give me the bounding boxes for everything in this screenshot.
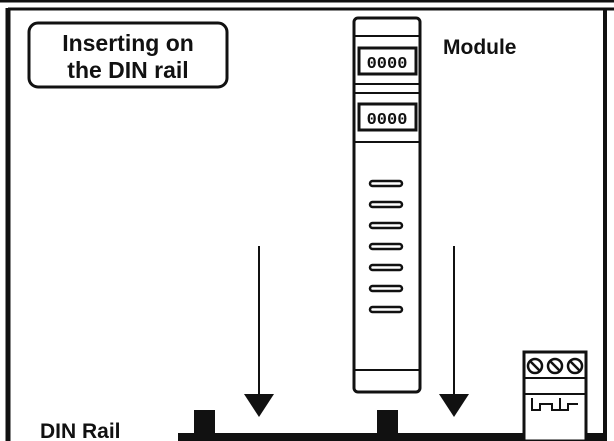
- vent-slots: [368, 179, 404, 314]
- screw-icon: [566, 357, 584, 375]
- din-rail: [178, 410, 605, 441]
- rail-clip-right: [377, 410, 398, 441]
- vent-slot: [368, 242, 404, 251]
- arrow-right-head: [439, 394, 469, 417]
- arrow-left-head: [244, 394, 274, 417]
- vent-slot: [368, 305, 404, 314]
- terminal-bottom-digits: 0000: [367, 111, 408, 130]
- vent-slot: [368, 179, 404, 188]
- insert-arrow-left: [244, 246, 274, 417]
- vent-slot: [368, 221, 404, 230]
- connector-pins: [531, 398, 578, 411]
- vent-slot: [368, 284, 404, 293]
- title-box: Inserting on the DIN rail: [27, 21, 229, 89]
- module: 0000 0000: [352, 16, 422, 394]
- title-box-border: [27, 21, 229, 89]
- screw-icon: [526, 357, 544, 375]
- module-label: Module: [443, 36, 517, 59]
- din-rail-label: DIN Rail: [40, 420, 121, 441]
- title-line-2: the DIN rail: [67, 57, 188, 83]
- terminal-block-top: [357, 46, 418, 76]
- connector-block: [522, 350, 588, 441]
- insert-arrow-right: [439, 246, 469, 417]
- connector-screws: [526, 357, 584, 375]
- vent-slot: [368, 263, 404, 272]
- title-line-1: Inserting on: [62, 30, 194, 56]
- screw-icon: [546, 357, 564, 375]
- rail-clip-left: [194, 410, 215, 441]
- terminal-block-bottom: [357, 102, 418, 132]
- vent-slot: [368, 200, 404, 209]
- terminal-top-digits: 0000: [367, 55, 408, 74]
